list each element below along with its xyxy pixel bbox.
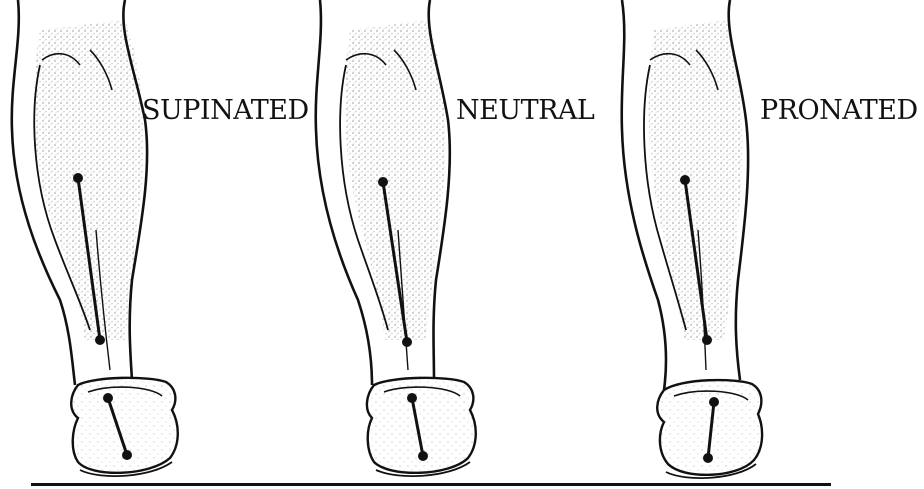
calf-shading: [649, 20, 743, 340]
leg-axis-bottom-dot: [702, 335, 712, 345]
ground-line: [31, 483, 831, 486]
pronated-label: PRONATED: [760, 95, 918, 126]
supinated-leg-illustration: [0, 0, 230, 489]
pronated-leg-svg: [612, 0, 842, 489]
heel-axis-top-dot: [407, 393, 417, 403]
neutral-leg-svg: [310, 0, 540, 489]
calf-shading: [34, 20, 144, 340]
heel-axis-bottom-dot: [418, 451, 428, 461]
neutral-label: NEUTRAL: [456, 95, 594, 126]
leg-axis-top-dot: [378, 177, 388, 187]
leg-axis-bottom-dot: [95, 335, 105, 345]
neutral-leg-illustration: [310, 0, 540, 489]
supinated-leg-svg: [0, 0, 230, 489]
leg-axis-top-dot: [73, 173, 83, 183]
heel-axis-bottom-dot: [122, 450, 132, 460]
heel-axis-bottom-dot: [703, 453, 713, 463]
heel-axis-top-dot: [709, 397, 719, 407]
calf-shading: [345, 20, 445, 340]
leg-axis-bottom-dot: [402, 337, 412, 347]
heel-axis-top-dot: [103, 393, 113, 403]
leg-axis-top-dot: [680, 175, 690, 185]
supinated-label: SUPINATED: [142, 95, 309, 126]
pronated-leg-illustration: [612, 0, 842, 489]
